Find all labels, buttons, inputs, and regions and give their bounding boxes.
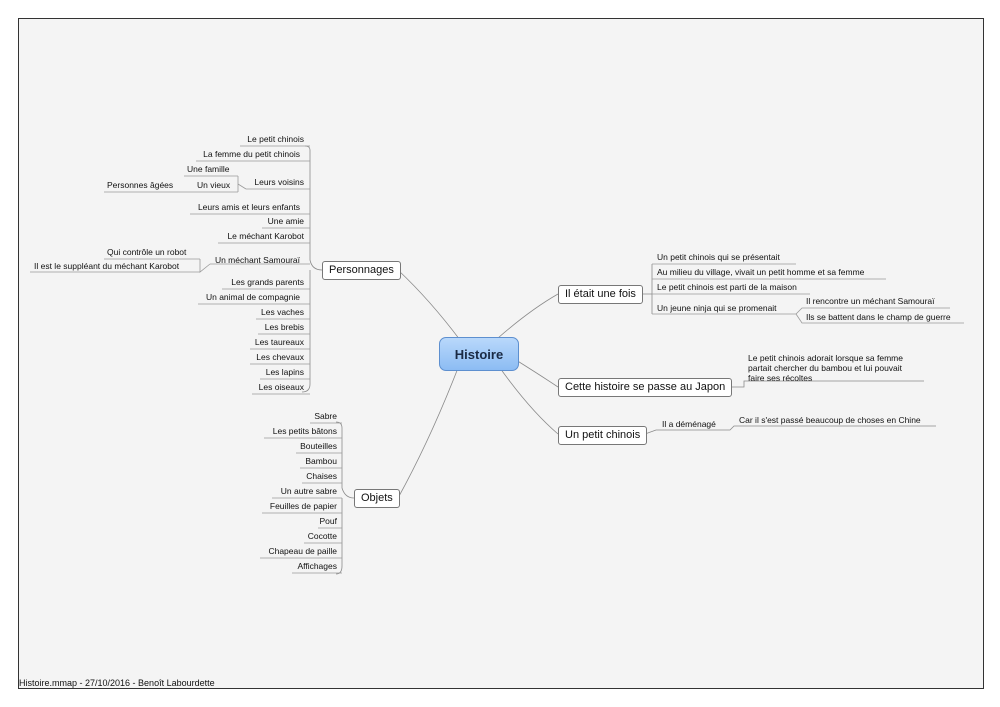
japon-note[interactable]: Le petit chinois adorait lorsque sa femm…	[748, 353, 903, 383]
branch-japon[interactable]: Cette histoire se passe au Japon	[558, 378, 733, 397]
personnage-item[interactable]: Un méchant Samouraï	[214, 255, 300, 265]
personnage-item[interactable]: Les chevaux	[256, 352, 304, 362]
objet-item[interactable]: Pouf	[319, 516, 338, 526]
objet-item[interactable]: Bouteilles	[300, 441, 337, 451]
objet-item[interactable]: Sabre	[314, 411, 337, 421]
chinois-demenage[interactable]: Il a déménagé	[662, 419, 716, 429]
root-node[interactable]: Histoire	[439, 337, 519, 371]
objet-item[interactable]: Feuilles de papier	[269, 501, 337, 511]
il-etait-item[interactable]: Un jeune ninja qui se promenait	[657, 303, 777, 313]
vieux-detail[interactable]: Personnes âgées	[107, 180, 174, 190]
chinois-raison[interactable]: Car il s'est passé beaucoup de choses en…	[739, 415, 921, 425]
ninja-detail[interactable]: Ils se battent dans le champ de guerre	[806, 312, 951, 322]
personnage-item[interactable]: Leurs voisins	[254, 177, 304, 187]
personnage-item[interactable]: Un animal de compagnie	[205, 292, 300, 302]
personnage-item[interactable]: Le méchant Karobot	[227, 231, 304, 241]
branch-personnages[interactable]: Personnages	[322, 261, 401, 280]
voisin-item[interactable]: Un vieux	[197, 180, 231, 190]
ninja-detail[interactable]: Il rencontre un méchant Samouraï	[806, 296, 935, 306]
il-etait-item[interactable]: Un petit chinois qui se présentait	[657, 252, 780, 262]
personnage-item[interactable]: Les vaches	[261, 307, 304, 317]
personnage-item[interactable]: Les brebis	[264, 322, 304, 332]
objet-item[interactable]: Un autre sabre	[280, 486, 337, 496]
objet-item[interactable]: Chapeau de paille	[268, 546, 337, 556]
personnage-item[interactable]: Leurs amis et leurs enfants	[197, 202, 300, 212]
personnage-item[interactable]: Les oiseaux	[258, 382, 304, 392]
personnage-item[interactable]: Une amie	[267, 216, 304, 226]
objet-item[interactable]: Affichages	[297, 561, 337, 571]
branch-il-etait-une-fois[interactable]: Il était une fois	[558, 285, 643, 304]
personnage-item[interactable]: Les lapins	[265, 367, 304, 377]
personnage-item[interactable]: La femme du petit chinois	[203, 149, 300, 159]
objet-item[interactable]: Chaises	[306, 471, 337, 481]
objet-item[interactable]: Bambou	[305, 456, 337, 466]
personnage-item[interactable]: Les grands parents	[231, 277, 304, 287]
objet-item[interactable]: Les petits bâtons	[272, 426, 337, 436]
voisin-item[interactable]: Une famille	[187, 164, 230, 174]
samourai-detail[interactable]: Qui contrôle un robot	[107, 247, 187, 257]
samourai-detail[interactable]: Il est le suppléant du méchant Karobot	[34, 261, 180, 271]
branch-un-petit-chinois[interactable]: Un petit chinois	[558, 426, 648, 445]
il-etait-item[interactable]: Le petit chinois est parti de la maison	[657, 282, 797, 292]
personnage-item[interactable]: Les taureaux	[254, 337, 304, 347]
objet-item[interactable]: Cocotte	[307, 531, 337, 541]
branch-objets[interactable]: Objets	[354, 489, 400, 508]
personnage-item[interactable]: Le petit chinois	[247, 134, 304, 144]
il-etait-item[interactable]: Au milieu du village, vivait un petit ho…	[657, 267, 865, 277]
footer-caption: Histoire.mmap - 27/10/2016 - Benoît Labo…	[19, 678, 215, 688]
